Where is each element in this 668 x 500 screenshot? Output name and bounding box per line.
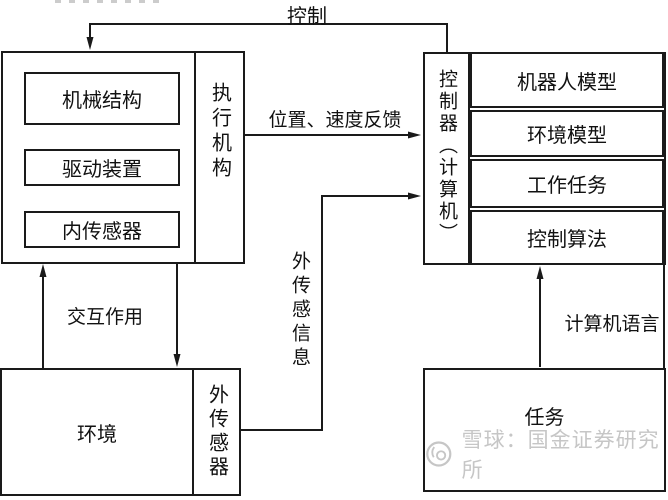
xueqiu-logo-icon	[426, 441, 452, 467]
internal-sensor-box: 内传感器	[24, 211, 180, 248]
control-algorithm-label: 控制算法	[527, 229, 607, 251]
controller-rows: 机器人模型 环境模型 工作任务 控制算法	[470, 52, 664, 265]
robot-model-label: 机器人模型	[517, 71, 617, 94]
control-algorithm-box: 控制算法	[470, 210, 664, 265]
environment-model-box: 环境模型	[470, 110, 664, 157]
environment-label: 环境	[77, 423, 117, 446]
interaction-up-arrowhead	[39, 264, 47, 277]
work-task-label: 工作任务	[527, 175, 607, 197]
watermark: 雪球：国金证券研究所	[425, 424, 664, 484]
ext-sense-arrowhead	[408, 192, 421, 200]
control-line	[89, 23, 448, 53]
interaction-down-arrowhead	[173, 354, 181, 367]
ext-sensor-side-label: 外传感器	[205, 384, 228, 480]
controller-side-label: 控制器（计算机）	[436, 69, 457, 245]
control-label: 控制	[287, 6, 327, 28]
robot-model-box: 机器人模型	[470, 52, 664, 108]
mechanical-structure-label: 机械结构	[62, 90, 142, 112]
controller-side-strip: 控制器（计算机）	[425, 54, 470, 263]
cropped-text-remnant	[55, 0, 165, 3]
feedback-arrowhead	[408, 131, 421, 139]
drive-device-label: 驱动装置	[62, 159, 142, 181]
actuator-side-label: 执行机构	[208, 82, 231, 182]
actuator-side-strip: 执行机构	[194, 53, 243, 262]
ext-sense-line	[240, 195, 409, 431]
environment-box: 外传感器 环境	[0, 368, 241, 496]
feedback-label: 位置、速度反馈	[268, 110, 402, 131]
computer-language-arrowhead	[536, 266, 544, 279]
ext-sensor-side-strip: 外传感器	[192, 370, 239, 494]
control-arrowhead	[86, 37, 94, 50]
environment-model-label: 环境模型	[527, 125, 607, 147]
actuator-box: 执行机构 机械结构 驱动装置 内传感器	[1, 51, 245, 264]
ext-sense-info-label: 外传感信息	[289, 251, 310, 371]
task-label: 任务	[524, 406, 565, 429]
controller-box: 控制器（计算机） 机器人模型 环境模型 工作任务 控制算法	[423, 52, 666, 265]
mechanical-structure-box: 机械结构	[24, 72, 180, 125]
task-label-area: 任务	[425, 380, 664, 450]
watermark-text: 雪球：国金证券研究所	[461, 428, 660, 482]
internal-sensor-label: 内传感器	[62, 221, 142, 243]
environment-label-area: 环境	[2, 370, 192, 494]
work-task-box: 工作任务	[470, 159, 664, 208]
task-box: 任务 雪球：国金证券研究所	[423, 368, 666, 492]
interaction-label: 交互作用	[66, 307, 143, 328]
drive-device-box: 驱动装置	[24, 149, 180, 186]
computer-language-label: 计算机语言	[564, 314, 660, 335]
